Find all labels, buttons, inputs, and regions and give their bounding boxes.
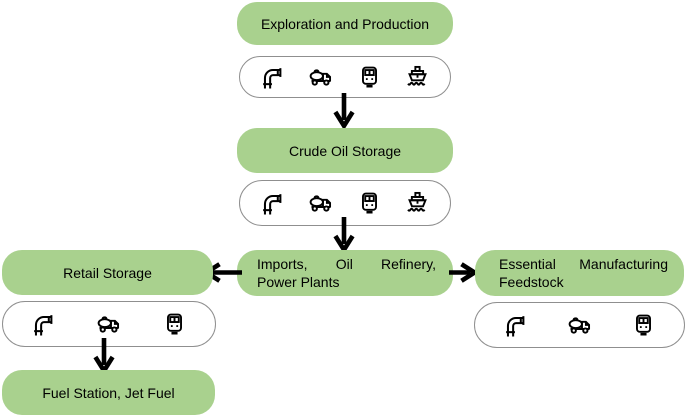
pipeline-icon — [502, 312, 529, 339]
ship-icon — [404, 64, 431, 91]
node-label: Retail Storage — [63, 264, 152, 281]
transport-modes-pill-exploration — [239, 56, 451, 98]
tanker-truck-icon — [95, 311, 122, 338]
node-retail-storage: Retail Storage — [2, 250, 213, 295]
node-fuel-station-jet-fuel: Fuel Station, Jet Fuel — [2, 370, 215, 415]
node-label-line-1: Imports, Oil Refinery, — [257, 256, 436, 272]
node-label: Exploration and Production — [260, 15, 430, 32]
pipeline-icon — [30, 311, 57, 338]
train-icon — [356, 190, 383, 217]
node-imports-oil-refinery-power-plants: Imports, Oil Refinery, Power Plants — [237, 250, 453, 296]
tanker-truck-icon — [307, 64, 334, 91]
train-icon — [161, 311, 188, 338]
tanker-truck-icon — [307, 190, 334, 217]
tanker-truck-icon — [566, 312, 593, 339]
train-icon — [630, 312, 657, 339]
pipeline-icon — [259, 64, 286, 91]
train-icon — [356, 64, 383, 91]
node-crude-oil-storage: Crude Oil Storage — [237, 128, 453, 173]
node-exploration-and-production: Exploration and Production — [237, 2, 453, 45]
node-label-line-2: Feedstock — [499, 274, 564, 290]
ship-icon — [404, 190, 431, 217]
node-label-line-2: Power Plants — [257, 274, 340, 290]
node-label-line-1: Essential Manufacturing — [499, 256, 668, 272]
transport-modes-pill-retail — [2, 301, 216, 347]
pipeline-icon — [259, 190, 286, 217]
node-label: Fuel Station, Jet Fuel — [42, 384, 175, 401]
node-essential-manufacturing-feedstock: Essential Manufacturing Feedstock — [475, 250, 684, 296]
node-label: Crude Oil Storage — [288, 142, 402, 159]
arrow-right-to-feedstock — [449, 262, 479, 283]
arrow-down-to-refinery — [333, 217, 355, 255]
transport-modes-pill-feedstock — [474, 302, 685, 348]
arrow-down-to-crude-storage — [333, 93, 355, 131]
arrow-down-to-fuel-station — [93, 338, 115, 376]
